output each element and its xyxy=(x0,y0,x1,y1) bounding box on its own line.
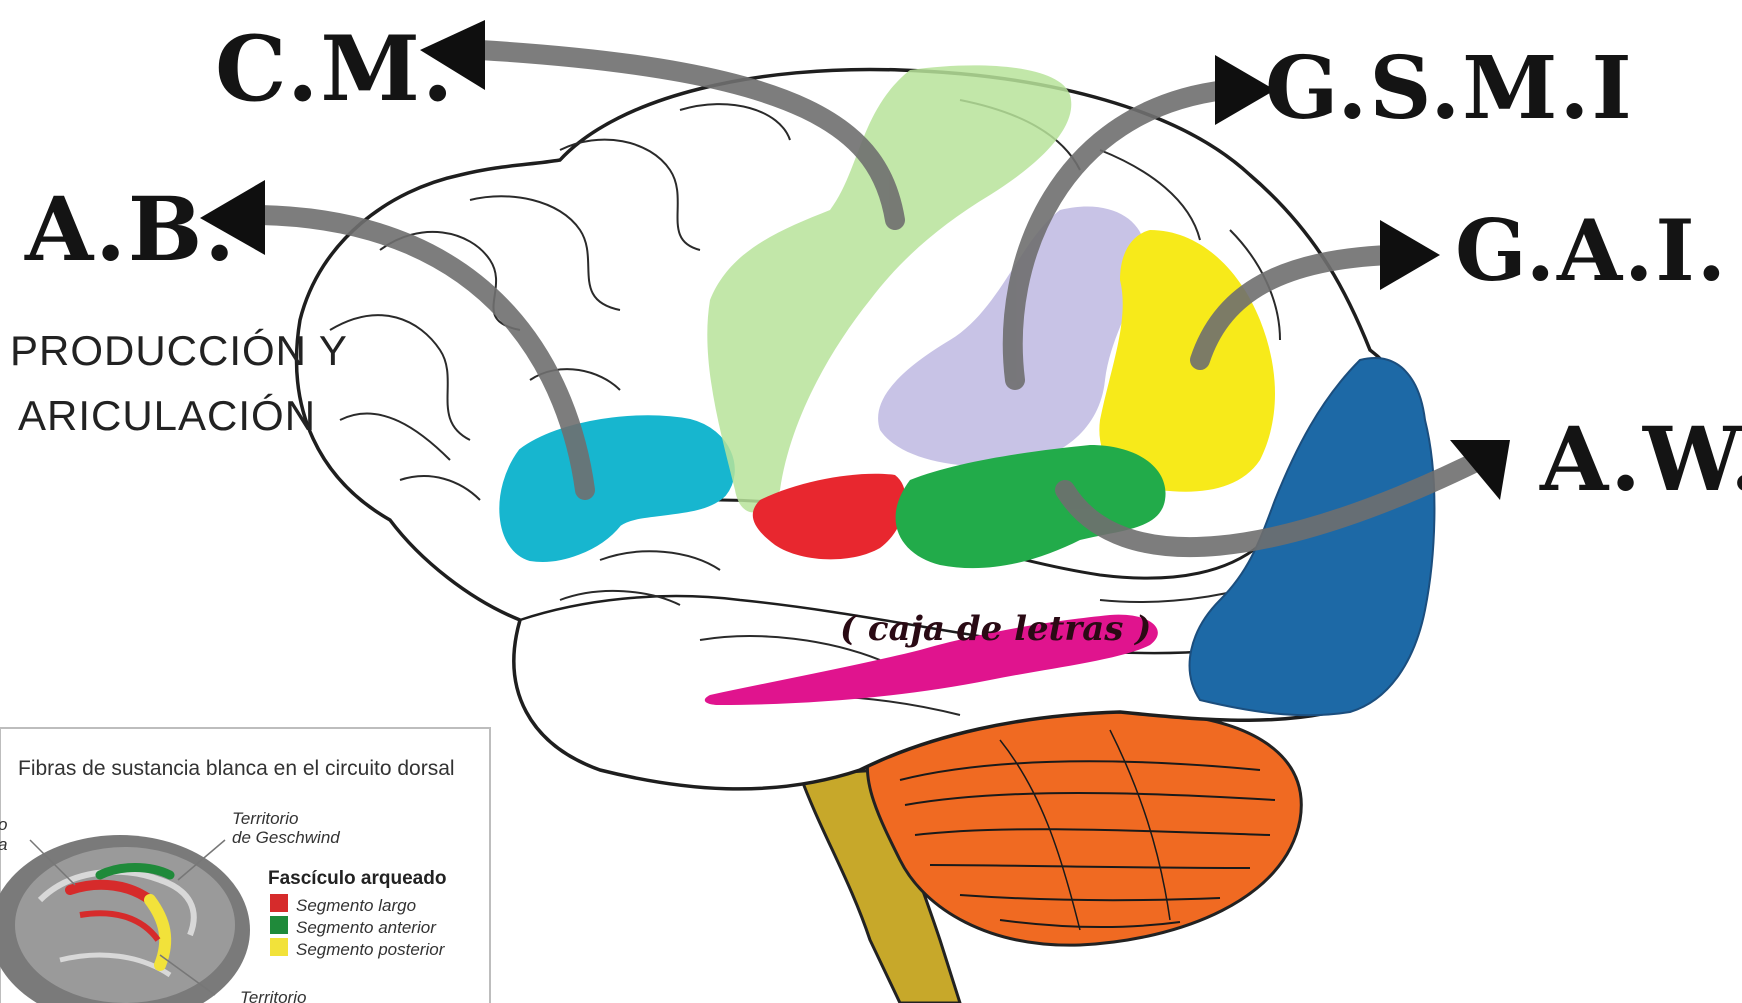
ab-note-line2: ARICULACIÓN xyxy=(18,392,316,439)
label-gai: G.A.I. xyxy=(1455,201,1728,300)
legend-swatch-long xyxy=(270,894,288,912)
legend-swatch-anterior xyxy=(270,916,288,934)
cerebellum xyxy=(867,711,1301,945)
inset-legend-title: Fascículo arqueado xyxy=(268,868,446,889)
label-cm: C.M. xyxy=(215,16,455,122)
label-gsmi: G.S.M.I xyxy=(1265,38,1634,139)
inset-territory-bottom: Territorio xyxy=(240,988,306,1003)
legend-label-long: Segmento largo xyxy=(296,896,416,915)
inset-territory-top-2: de Geschwind xyxy=(232,828,340,847)
inset-panel: Fibras de sustancia blanca en el circuit… xyxy=(0,728,490,1003)
legend-swatch-posterior xyxy=(270,938,288,956)
inset-title: Fibras de sustancia blanca en el circuit… xyxy=(18,757,455,780)
legend-label-anterior: Segmento anterior xyxy=(296,918,437,937)
inset-cut-left-2: a xyxy=(0,835,7,854)
legend-label-posterior: Segmento posterior xyxy=(296,940,446,959)
magenta-note: ( caja de letras ) xyxy=(840,609,1151,649)
label-ab: A.B. xyxy=(24,177,237,281)
ab-note-line1: PRODUCCIÓN Y xyxy=(10,327,348,374)
arrow-head-gai xyxy=(1380,220,1440,290)
inset-territory-top-1: Territorio xyxy=(232,809,298,828)
label-aw: A.W. xyxy=(1539,407,1742,511)
inset-cut-left-1: o xyxy=(0,815,7,834)
